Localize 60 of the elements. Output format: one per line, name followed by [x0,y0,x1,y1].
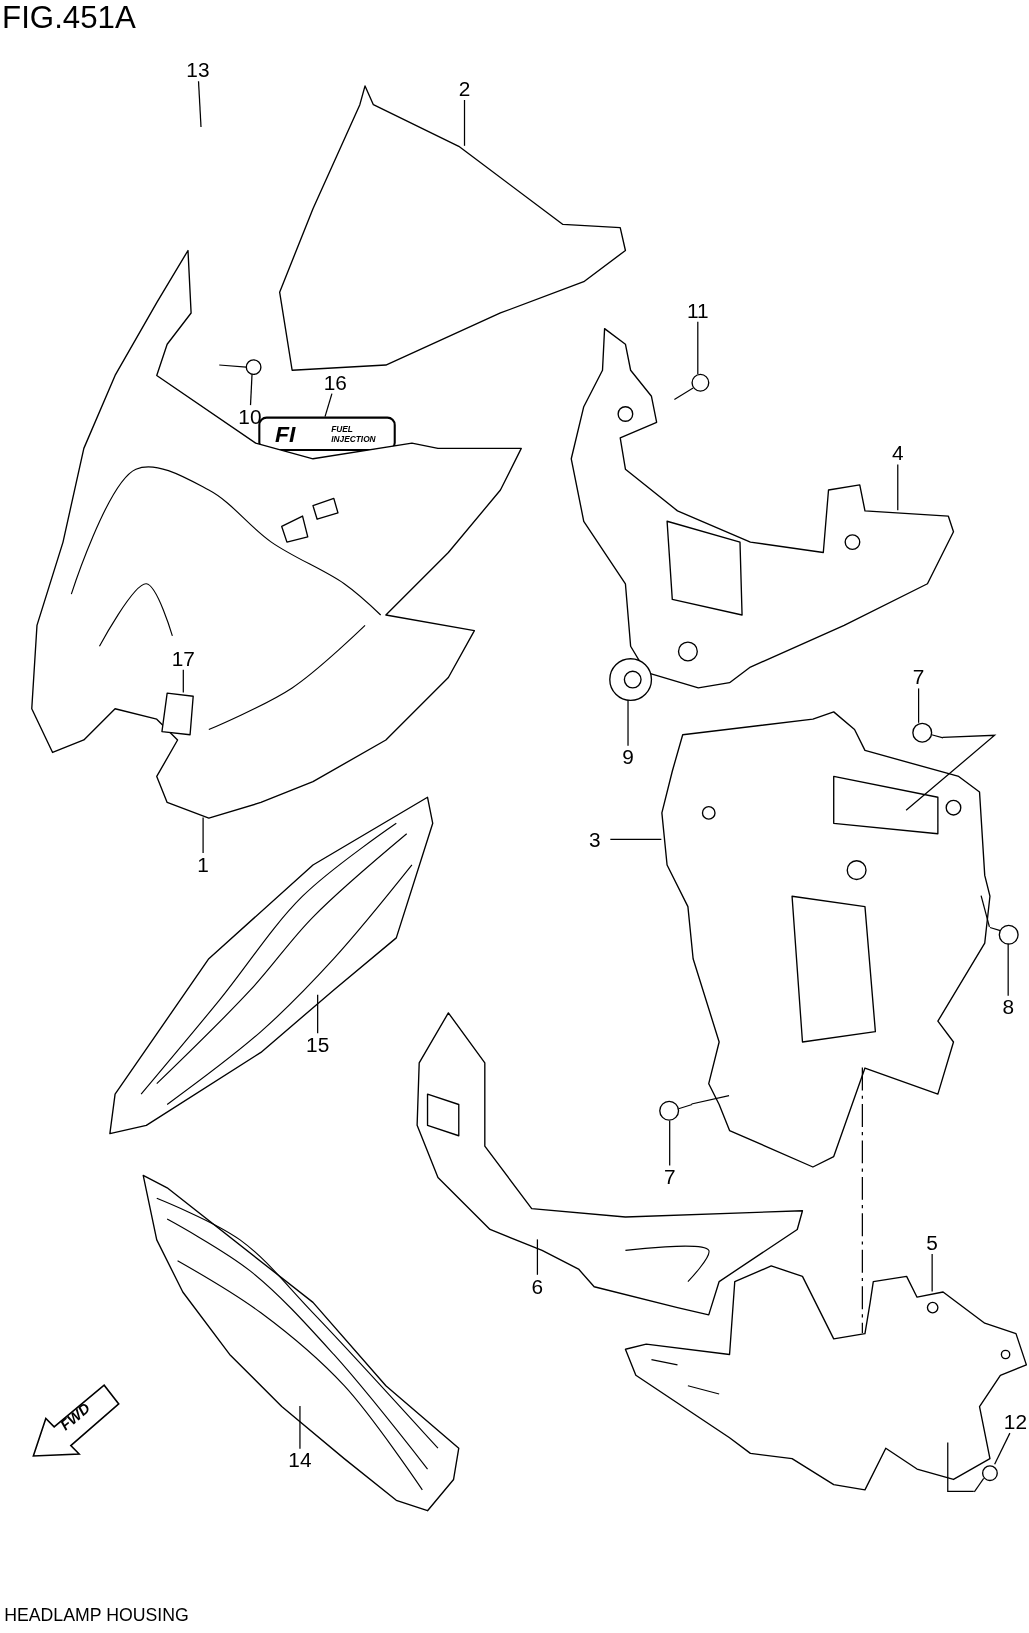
mount-bracket-drawing [623,1263,1028,1491]
assembly-line [690,1095,730,1105]
bolt-drawing [657,1099,694,1122]
assembly-line [905,734,997,811]
windscreen-drawing [277,83,627,372]
callout-number: 17 [167,646,199,670]
leader-line [931,1253,933,1293]
lower-cover-drawing [415,1010,804,1316]
screw-drawing [972,1463,999,1493]
screw-drawing [217,357,262,376]
leader-line [182,669,184,694]
leader-line [609,838,662,841]
bolt-drawing [987,923,1020,946]
leader-line [1007,942,1009,997]
callout-number: 13 [182,58,214,82]
figure-caption: HEADLAMP HOUSING [4,1604,189,1626]
headlamp-cowl-drawing [29,248,523,820]
leader-line [249,373,253,406]
leader-line [627,699,629,747]
callout-number: 14 [284,1448,316,1472]
screw-drawing [672,372,710,401]
assembly-line [980,895,991,928]
callout-number: 8 [992,995,1024,1019]
leader-line [299,1405,301,1450]
assembly-line [947,1441,975,1493]
callout-number: 12 [999,1410,1029,1434]
callout-number: 16 [319,370,351,394]
leader-line [202,816,204,854]
callout-number: 2 [448,77,481,100]
callout-number: 7 [903,665,935,689]
callout-number: 4 [882,441,914,465]
side-panel-drawing [107,795,434,1135]
figure-title: FIG.451A [2,0,136,36]
leader-line [324,393,333,418]
callout-number: 7 [654,1165,686,1189]
callout-number: 5 [916,1231,948,1254]
callout-number: 1 [187,853,219,876]
side-panel-drawing [141,1173,460,1512]
leader-line [697,321,699,375]
leader-line [317,994,319,1034]
decal-text: FUEL INJECTION [331,424,377,444]
callout-number: 3 [579,828,611,851]
leader-line [463,99,466,147]
callout-number: 15 [302,1033,334,1057]
bracket-drawing [659,709,991,1169]
callout-number: 9 [612,745,644,769]
callout-number: 10 [234,405,266,429]
callout-number: 6 [521,1274,554,1298]
grommet-drawing [607,656,653,702]
leader-line [917,687,920,724]
leader-line [536,1238,539,1276]
leader-line [897,463,899,511]
assembly-line [861,1066,863,1334]
bolt-drawing [910,721,945,744]
bracket-drawing [569,326,955,689]
leader-line [197,80,202,128]
decal-lettering: FI [274,420,296,448]
leader-line [669,1120,671,1167]
callout-number: 11 [682,298,714,322]
leader-line [994,1432,1011,1465]
